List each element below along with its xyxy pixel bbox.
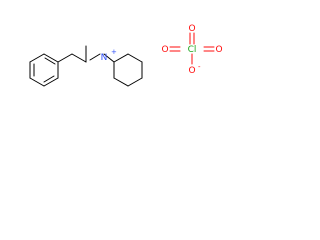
bond <box>43 53 59 63</box>
bond <box>89 53 101 61</box>
bond <box>127 53 143 63</box>
double-bond-inner <box>43 75 55 83</box>
nitrogen-atom: N <box>101 53 108 63</box>
oxygen-top: O <box>188 24 195 34</box>
chlorine-atom: Cl <box>188 45 197 55</box>
oxygen-right: O <box>215 45 222 55</box>
oxygen-left: O <box>161 45 168 55</box>
phenyl-ring <box>29 53 59 87</box>
bond <box>127 77 143 87</box>
double-bond-inner <box>44 57 56 65</box>
bond <box>43 77 59 87</box>
oxygen-bottom: O <box>188 66 195 76</box>
bond <box>113 53 129 63</box>
bond <box>57 53 73 63</box>
pyridinium-ring <box>89 53 143 87</box>
bond <box>29 53 45 63</box>
ethyl-linker <box>57 45 87 63</box>
perchlorate-anion: Cl O O O O - <box>161 24 222 76</box>
bond <box>103 53 115 63</box>
oxygen-bottom-charge: - <box>198 63 201 71</box>
bond <box>71 53 87 63</box>
nitrogen-charge: + <box>111 48 117 56</box>
chemical-structure: N + Cl O O O O - <box>29 24 223 87</box>
bond <box>29 77 45 87</box>
bond <box>113 77 129 87</box>
